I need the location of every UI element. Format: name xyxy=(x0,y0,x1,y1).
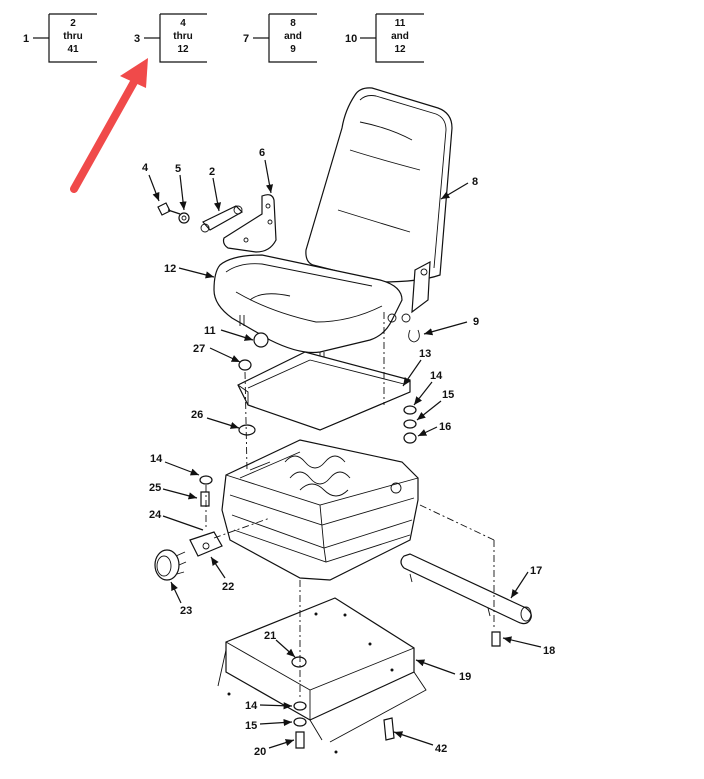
adjustment-knob xyxy=(154,549,187,581)
header-ref-10: 10 xyxy=(345,33,357,45)
header-ref-7: 7 xyxy=(243,33,249,45)
callout-18: 18 xyxy=(543,645,555,657)
header-line: 9 xyxy=(290,44,296,55)
callout-21: 21 xyxy=(264,630,276,642)
header-line: 11 xyxy=(395,18,406,29)
header-line: 12 xyxy=(177,44,189,55)
callout-22: 22 xyxy=(222,581,234,593)
header-box-1: 1 2 thru 41 xyxy=(23,13,97,63)
callout-13: 13 xyxy=(419,348,431,360)
callout-9: 9 xyxy=(473,316,479,328)
callout-4: 4 xyxy=(142,162,149,174)
header-box-10: 10 11 and 12 xyxy=(345,13,424,63)
header-line: 41 xyxy=(67,44,79,55)
callout-42: 42 xyxy=(435,743,447,755)
callout-14-right: 14 xyxy=(430,370,443,382)
header-line: 2 xyxy=(70,18,76,29)
callout-17: 17 xyxy=(530,565,542,577)
callout-15-right: 15 xyxy=(442,389,454,401)
callout-6: 6 xyxy=(259,147,265,159)
callout-15-bottom: 15 xyxy=(245,720,257,732)
hardware xyxy=(199,329,501,749)
armrest-bracket xyxy=(200,205,243,233)
callout-12: 12 xyxy=(164,263,176,275)
callout-25: 25 xyxy=(149,482,161,494)
header-line: thru xyxy=(173,31,192,42)
adjuster-fitting xyxy=(189,531,223,557)
header-ref-1: 1 xyxy=(23,33,29,45)
callout-23: 23 xyxy=(180,605,192,617)
callout-26: 26 xyxy=(191,409,203,421)
callout-5: 5 xyxy=(175,163,181,175)
header-line: and xyxy=(284,31,302,42)
seat-back xyxy=(305,87,453,314)
header-line: thru xyxy=(63,31,82,42)
callout-leaders xyxy=(148,159,542,749)
screw-4 xyxy=(157,202,181,216)
mounting-base xyxy=(217,597,427,754)
callout-27: 27 xyxy=(193,343,205,355)
header-ref-3: 3 xyxy=(134,33,140,45)
callout-2: 2 xyxy=(209,166,215,178)
callout-labels: 2 4 5 6 8 9 12 11 27 13 14 15 16 26 14 2… xyxy=(142,147,555,758)
callout-24: 24 xyxy=(149,509,162,521)
header-box-7: 7 8 and 9 xyxy=(243,13,317,63)
assembly-centerlines xyxy=(205,312,495,700)
header-line: and xyxy=(391,31,409,42)
seat-cushion xyxy=(213,254,411,362)
callout-19: 19 xyxy=(459,671,471,683)
pivot-tube xyxy=(400,553,532,625)
callout-14-bottom: 14 xyxy=(245,700,258,712)
callout-14-left: 14 xyxy=(150,453,163,465)
header-box-3: 3 4 thru 12 xyxy=(134,13,207,63)
seat-rail-plate xyxy=(237,351,411,431)
callout-16: 16 xyxy=(439,421,451,433)
suspension-assembly xyxy=(221,439,419,581)
side-plate xyxy=(222,194,277,253)
header-line: 12 xyxy=(394,44,406,55)
callout-11: 11 xyxy=(204,325,216,337)
header-line: 8 xyxy=(290,18,296,29)
washer-5 xyxy=(178,212,190,224)
header-line: 4 xyxy=(180,18,186,29)
callout-8: 8 xyxy=(472,176,478,188)
callout-20: 20 xyxy=(254,746,266,758)
red-pointer-arrow xyxy=(70,58,148,193)
